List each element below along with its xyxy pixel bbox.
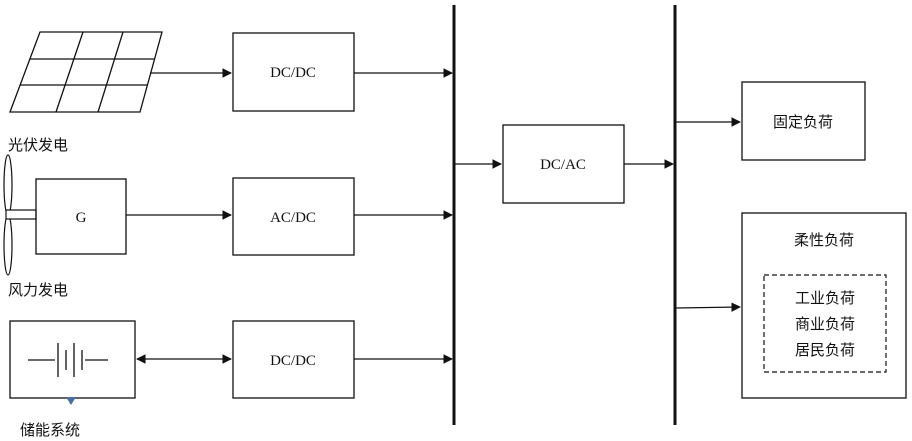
wind-turbine-icon: [4, 155, 36, 275]
battery-icon: [28, 343, 108, 377]
commercial-load-label: 商业负荷: [795, 316, 855, 333]
wind-label: 风力发电: [8, 282, 68, 299]
generator-label: G: [76, 210, 87, 226]
fixed-load-label: 固定负荷: [773, 114, 833, 131]
pv-label: 光伏发电: [8, 137, 68, 154]
solar-panel-icon: [10, 32, 162, 112]
storage-label: 储能系统: [20, 422, 80, 439]
connections: [126, 73, 740, 359]
storage-converter-label: DC/DC: [270, 353, 316, 369]
flexible-load-label: 柔性负荷: [794, 232, 854, 249]
industrial-load-label: 工业负荷: [795, 290, 855, 307]
pv-converter-label: DC/DC: [270, 65, 316, 81]
wind-converter-label: AC/DC: [270, 210, 316, 226]
storage-marker-icon: [66, 397, 76, 405]
residential-load-label: 居民负荷: [795, 342, 855, 359]
inverter-label: DC/AC: [540, 157, 586, 173]
